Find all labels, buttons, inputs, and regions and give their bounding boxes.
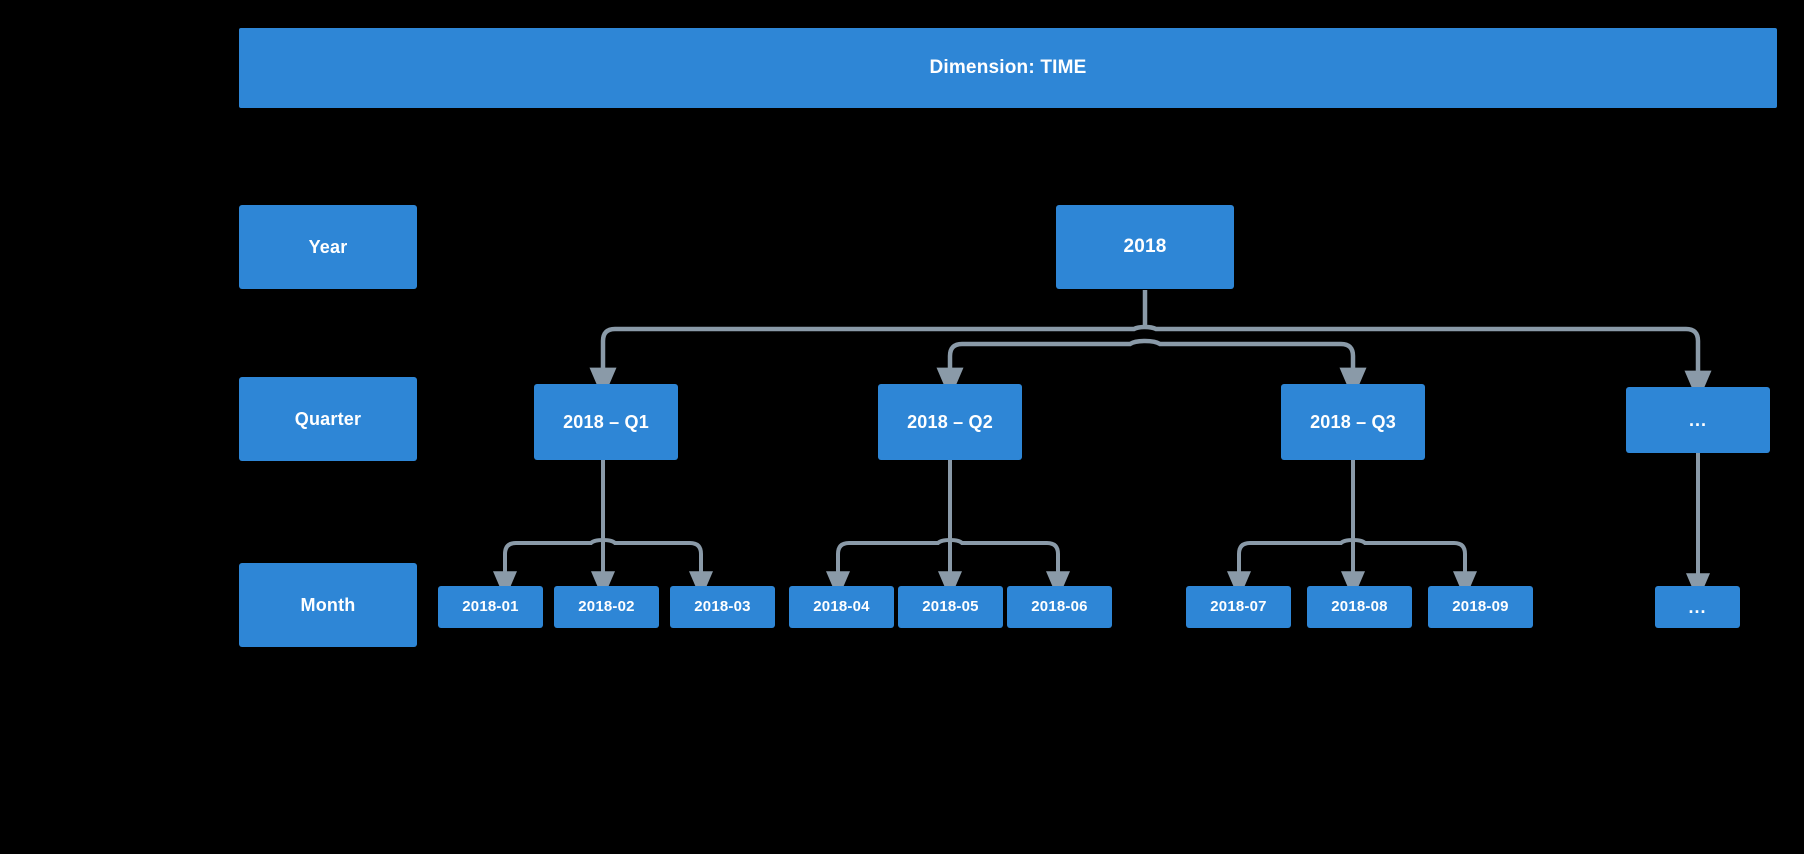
connector-q3-to-month-09 [1352,538,1477,600]
month-node-2018-05-label: 2018-05 [922,598,979,616]
month-node-2018-01-label: 2018-01 [462,598,519,616]
connector-year-to-q2 [936,338,1146,400]
connector-q1-to-month-01 [493,538,604,600]
connector-q2-to-month-04 [826,538,951,600]
connector-year-to-q3 [1144,338,1367,400]
year-node-2018-label: 2018 [1123,236,1167,258]
month-node-more-label: ... [1688,596,1707,617]
month-node-2018-06-label: 2018-06 [1031,598,1088,616]
level-label-quarter-text: Quarter [294,408,362,429]
month-node-2018-02[interactable]: 2018-02 [554,586,659,628]
level-label-month: Month [239,563,417,647]
month-node-2018-02-label: 2018-02 [578,598,635,616]
month-node-2018-08[interactable]: 2018-08 [1307,586,1412,628]
month-node-2018-09[interactable]: 2018-09 [1428,586,1533,628]
level-label-year-text: Year [308,236,348,257]
quarter-node-2018-q3-label: 2018 – Q3 [1310,411,1396,432]
quarter-node-2018-q1-label: 2018 – Q1 [563,411,649,432]
year-node-2018[interactable]: 2018 [1056,205,1234,289]
dimension-banner: Dimension: TIME [239,28,1777,108]
connector-year-to-q1 [589,324,1146,400]
level-label-quarter: Quarter [239,377,417,461]
quarter-node-2018-q2-label: 2018 – Q2 [907,411,993,432]
quarter-node-2018-q1[interactable]: 2018 – Q1 [534,384,678,460]
connector-q3-to-month-07 [1227,538,1354,600]
month-node-2018-09-label: 2018-09 [1452,598,1509,616]
quarter-node-more[interactable]: ... [1626,387,1770,453]
quarter-node-2018-q2[interactable]: 2018 – Q2 [878,384,1022,460]
month-node-2018-04-label: 2018-04 [813,598,870,616]
level-label-month-text: Month [300,594,356,615]
month-node-2018-05[interactable]: 2018-05 [898,586,1003,628]
month-node-2018-01[interactable]: 2018-01 [438,586,543,628]
connector-year-to-more [1144,324,1712,403]
month-node-2018-04[interactable]: 2018-04 [789,586,894,628]
quarter-node-2018-q3[interactable]: 2018 – Q3 [1281,384,1425,460]
month-node-2018-07-label: 2018-07 [1210,598,1267,616]
month-node-2018-03-label: 2018-03 [694,598,751,616]
connector-q2-to-month-06 [949,538,1070,600]
level-label-year: Year [239,205,417,289]
month-node-2018-08-label: 2018-08 [1331,598,1388,616]
month-node-2018-07[interactable]: 2018-07 [1186,586,1291,628]
dimension-banner-label: Dimension: TIME [929,57,1087,79]
month-node-more[interactable]: ... [1655,586,1740,628]
connector-q1-to-month-03 [602,538,713,600]
month-node-2018-06[interactable]: 2018-06 [1007,586,1112,628]
month-node-2018-03[interactable]: 2018-03 [670,586,775,628]
quarter-node-more-label: ... [1688,409,1707,430]
